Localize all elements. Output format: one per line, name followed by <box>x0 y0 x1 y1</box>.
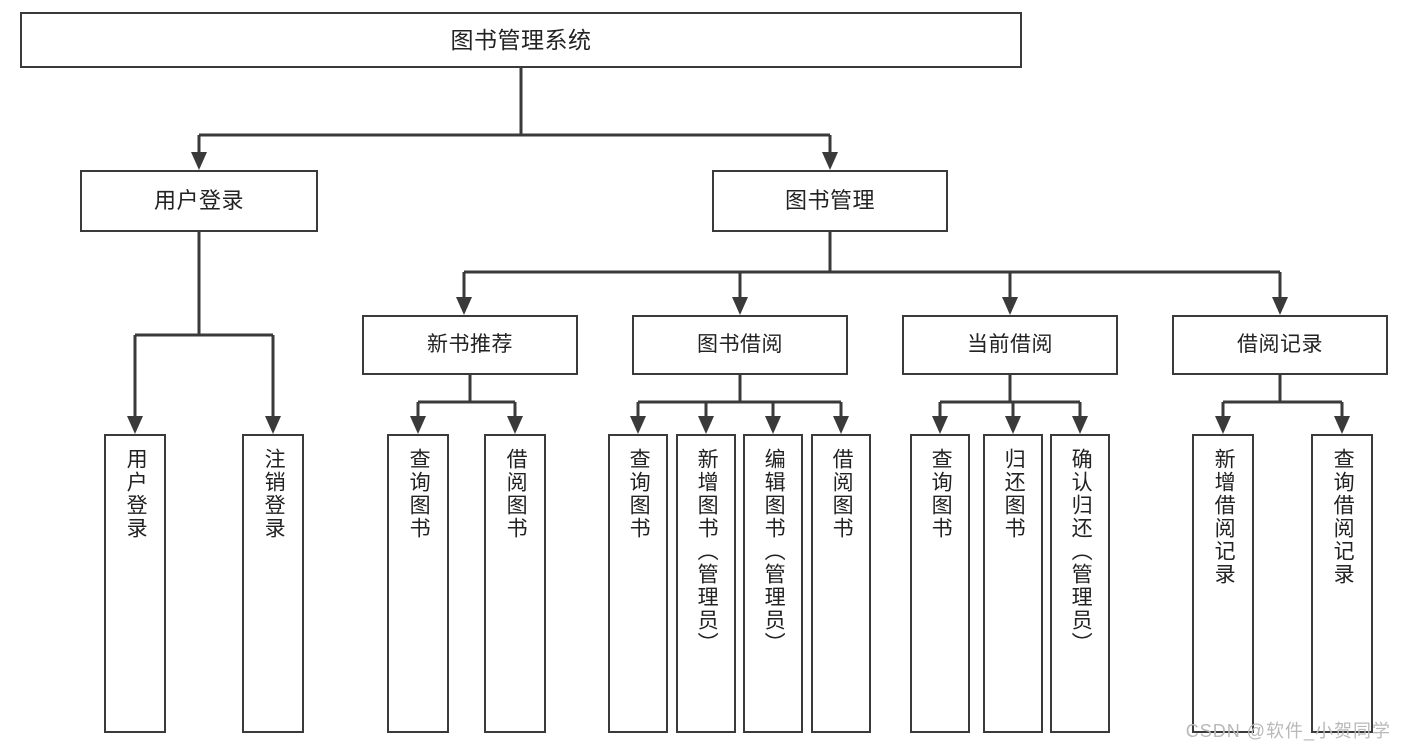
arrow-bookmgmt-to-borrow <box>732 297 748 315</box>
node-label: 新增图书（管理员） <box>695 448 719 655</box>
node-book-management[interactable]: 图书管理 <box>712 170 948 232</box>
arrow-bookmgmt-to-record <box>1272 297 1288 315</box>
node-label: 图书借阅 <box>697 332 783 356</box>
node-label: 用户登录 <box>124 448 148 540</box>
leaf-return-book[interactable]: 归还图书 <box>983 434 1043 733</box>
leaf-confirm-return-admin[interactable]: 确认归还（管理员） <box>1050 434 1110 733</box>
node-new-book-recommend[interactable]: 新书推荐 <box>362 315 578 375</box>
leaf-add-book-admin[interactable]: 新增图书（管理员） <box>676 434 736 733</box>
node-label: 新书推荐 <box>427 332 513 356</box>
leaf-logout-login[interactable]: 注销登录 <box>242 434 304 733</box>
node-label: 图书管理系统 <box>450 26 592 53</box>
node-label: 当前借阅 <box>967 332 1053 356</box>
arrow-current-l3 <box>1072 416 1088 434</box>
node-user-login[interactable]: 用户登录 <box>80 170 318 232</box>
arrow-login-l2 <box>265 416 281 434</box>
node-label: 确认归还（管理员） <box>1069 448 1093 655</box>
arrow-newbook-l1 <box>410 416 426 434</box>
node-label: 借阅记录 <box>1237 332 1323 356</box>
node-current-borrow[interactable]: 当前借阅 <box>902 315 1118 375</box>
leaf-borrow-book-recommend[interactable]: 借阅图书 <box>484 434 546 733</box>
leaf-query-book-borrow[interactable]: 查询图书 <box>608 434 668 733</box>
node-label: 注销登录 <box>262 448 286 540</box>
node-label: 查询借阅记录 <box>1331 448 1355 586</box>
leaf-query-book-current[interactable]: 查询图书 <box>910 434 970 733</box>
node-label: 查询图书 <box>407 448 431 540</box>
node-label: 查询图书 <box>929 448 953 540</box>
node-label: 图书管理 <box>784 188 875 214</box>
leaf-user-login[interactable]: 用户登录 <box>104 434 166 733</box>
node-label: 用户登录 <box>153 188 244 214</box>
leaf-edit-book-admin[interactable]: 编辑图书（管理员） <box>743 434 803 733</box>
node-label: 借阅图书 <box>504 448 528 540</box>
arrow-borrow-l3 <box>765 416 781 434</box>
node-label: 查询图书 <box>627 448 651 540</box>
arrow-login-l1 <box>127 416 143 434</box>
arrow-current-l2 <box>1005 416 1021 434</box>
node-label: 借阅图书 <box>830 448 854 540</box>
leaf-query-book-recommend[interactable]: 查询图书 <box>387 434 449 733</box>
arrow-borrow-l4 <box>833 416 849 434</box>
arrow-bookmgmt-to-current <box>1002 297 1018 315</box>
arrow-root-to-login <box>191 152 207 170</box>
node-label: 新增借阅记录 <box>1212 448 1236 586</box>
node-borrow-record[interactable]: 借阅记录 <box>1172 315 1388 375</box>
arrow-current-l1 <box>932 416 948 434</box>
arrow-record-l1 <box>1215 416 1231 434</box>
watermark-text: CSDN @软件_小贺同学 <box>1185 721 1391 741</box>
node-label: 归还图书 <box>1002 448 1026 540</box>
leaf-add-borrow-record[interactable]: 新增借阅记录 <box>1192 434 1254 733</box>
arrow-root-to-bookmgmt <box>822 152 838 170</box>
arrow-borrow-l1 <box>630 416 646 434</box>
arrow-record-l2 <box>1334 416 1350 434</box>
node-label: 编辑图书（管理员） <box>762 448 786 655</box>
node-book-borrow[interactable]: 图书借阅 <box>632 315 848 375</box>
arrow-borrow-l2 <box>698 416 714 434</box>
leaf-borrow-book[interactable]: 借阅图书 <box>811 434 871 733</box>
node-root-system[interactable]: 图书管理系统 <box>20 12 1022 68</box>
arrow-bookmgmt-to-newbook <box>456 297 472 315</box>
leaf-query-borrow-record[interactable]: 查询借阅记录 <box>1311 434 1373 733</box>
arrow-newbook-l2 <box>507 416 523 434</box>
